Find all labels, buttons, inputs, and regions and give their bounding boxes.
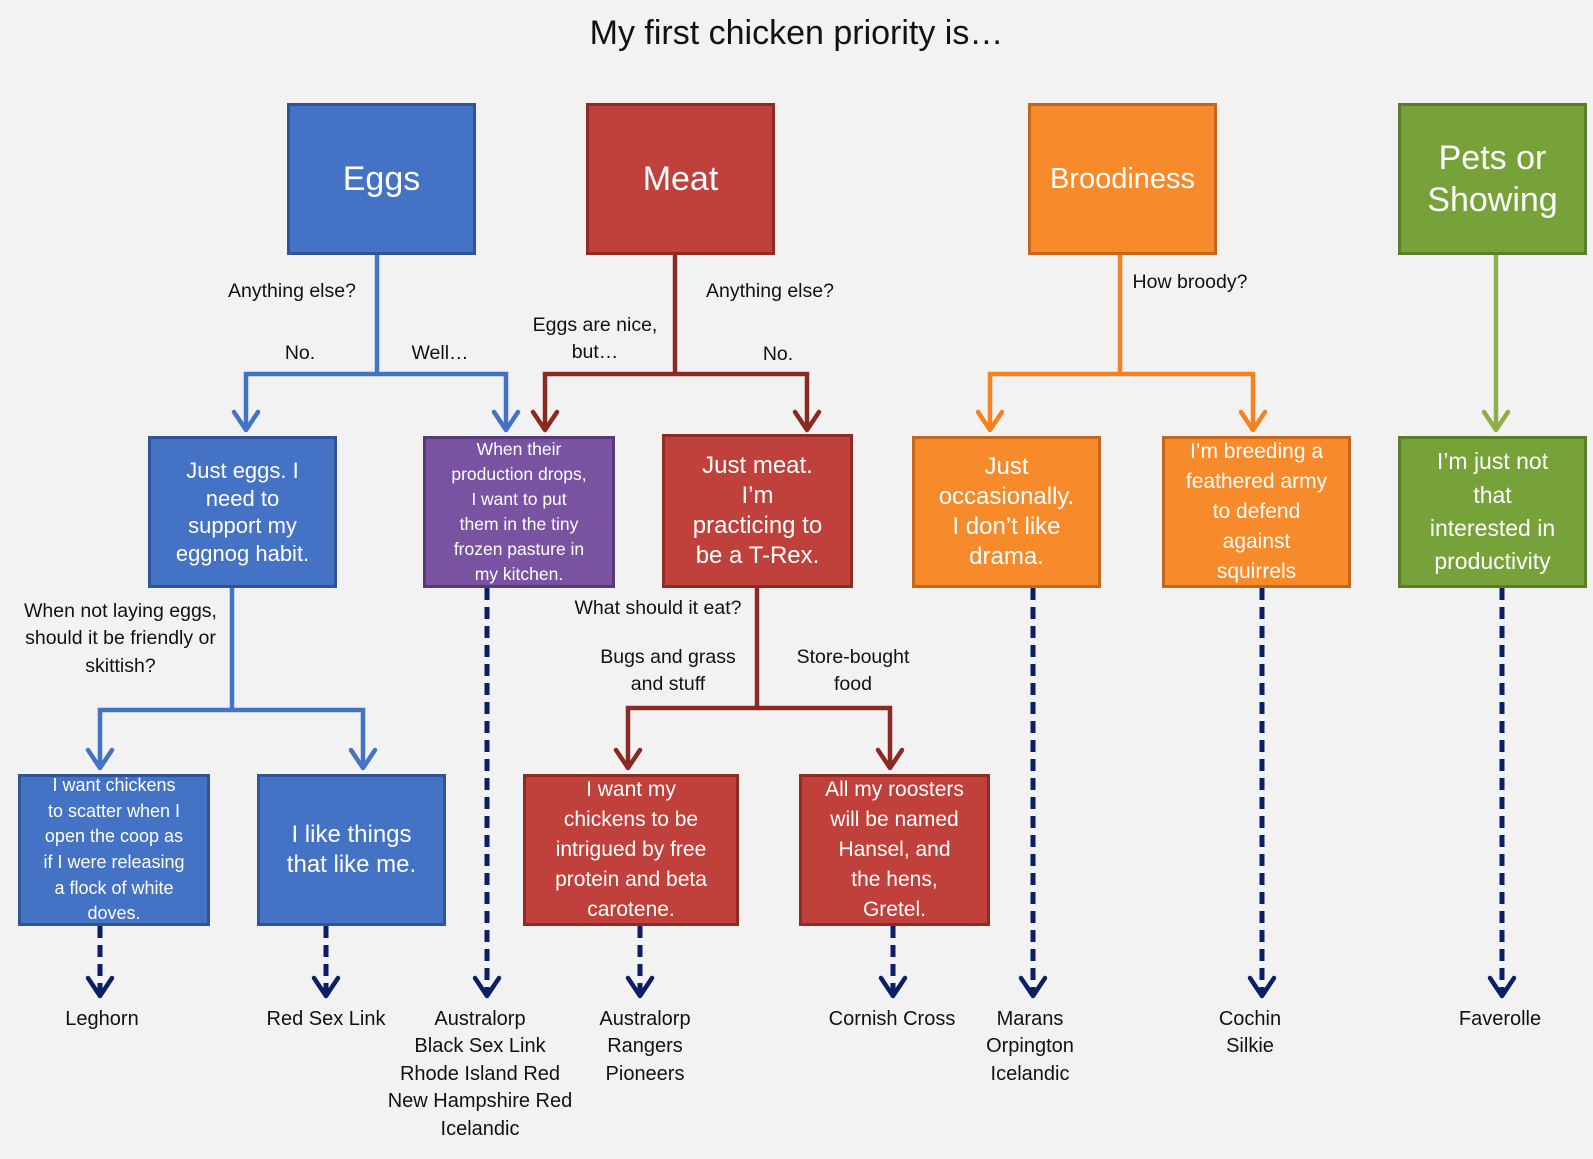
hansel-gretel-box: All my roosters will be named Hansel, an… (799, 774, 990, 926)
arrow-to-just-meat-icon (792, 409, 822, 433)
arrow-to-pasture-meat-icon (625, 975, 655, 999)
scatter-doves-box: I want chickens to scatter when I open t… (18, 774, 210, 926)
arrow-to-free-protein-icon (613, 747, 643, 771)
meat-no-answer: No. (762, 343, 794, 365)
arrow-to-production-drops-icon (491, 409, 521, 433)
eggs-branch-line (243, 371, 509, 430)
eggs-category-box: Eggs (287, 103, 476, 255)
how-broody-question: How broody? (1132, 271, 1248, 293)
breed-dual-purpose-list: Australorp Black Sex Link Rhode Island R… (387, 1008, 573, 1140)
eggs-well-answer: Well… (411, 342, 469, 364)
breed-red-sex-link: Red Sex Link (266, 1008, 386, 1030)
pets-showing-category-box: Pets or Showing (1398, 103, 1587, 255)
breed-pasture-meat-list: Australorp Rangers Pioneers (599, 1008, 691, 1085)
meat-anything-else-question: Anything else? (706, 280, 834, 302)
arrow-to-production-drops-from-meat-icon (530, 409, 560, 433)
just-meat-box: Just meat. I’m practicing to be a T-Rex. (662, 434, 853, 588)
breed-faverolle: Faverolle (1458, 1008, 1542, 1030)
breed-leghorn: Leghorn (65, 1008, 139, 1030)
eggs-no-answer: No. (284, 342, 316, 364)
bugs-answer: Bugs and grass and stuff (600, 646, 736, 696)
page-title: My first chicken priority is… (589, 14, 1004, 52)
arrow-to-hansel-icon (875, 747, 905, 771)
arrow-to-dual-purpose-icon (472, 975, 502, 999)
breed-very-broody-list: Cochin Silkie (1218, 1008, 1282, 1058)
breed-occasional-broody-list: Marans Orpington Icelandic (986, 1008, 1074, 1085)
eat-branch-line (625, 705, 893, 768)
feathered-army-box: I’m breeding a feathered army to defend … (1162, 436, 1351, 588)
production-drops-box: When their production drops, I want to p… (423, 436, 615, 588)
broodiness-branch-line (987, 371, 1256, 430)
arrow-to-scatter-icon (85, 747, 115, 771)
broodiness-category-box: Broodiness (1028, 103, 1217, 255)
store-bought-answer: Store-bought food (796, 646, 910, 696)
meat-category-box: Meat (586, 103, 775, 255)
eggs-friendly-question: When not laying eggs, should it be frien… (24, 600, 217, 677)
meat-eat-question: What should it eat? (574, 597, 742, 619)
friendly-branch-line (97, 707, 366, 768)
meat-branch-line (542, 371, 810, 430)
arrow-to-cornish-icon (878, 975, 908, 999)
breed-cornish-cross: Cornish Cross (828, 1008, 956, 1030)
arrow-to-red-sex-link-icon (311, 975, 341, 999)
not-productivity-box: I’m just not that interested in producti… (1398, 436, 1587, 588)
arrow-to-not-productivity-icon (1481, 409, 1511, 433)
arrow-to-like-things-icon (348, 747, 378, 771)
arrow-to-faverolle-icon (1487, 975, 1517, 999)
free-protein-box: I want my chickens to be intrigued by fr… (523, 774, 739, 926)
arrow-to-leghorn-icon (85, 975, 115, 999)
eggs-anything-else-question: Anything else? (228, 280, 356, 302)
arrow-to-feathered-army-icon (1238, 409, 1268, 433)
arrow-to-just-eggs-icon (231, 409, 261, 433)
meat-eggs-nice-answer: Eggs are nice, but… (532, 314, 658, 364)
arrow-to-occasional-broody-icon (1018, 975, 1048, 999)
like-things-box: I like things that like me. (257, 774, 446, 926)
just-occasionally-box: Just occasionally. I don’t like drama. (912, 436, 1101, 588)
arrow-to-very-broody-icon (1247, 975, 1277, 999)
just-eggs-box: Just eggs. I need to support my eggnog h… (148, 436, 337, 588)
arrow-to-occasionally-icon (975, 409, 1005, 433)
